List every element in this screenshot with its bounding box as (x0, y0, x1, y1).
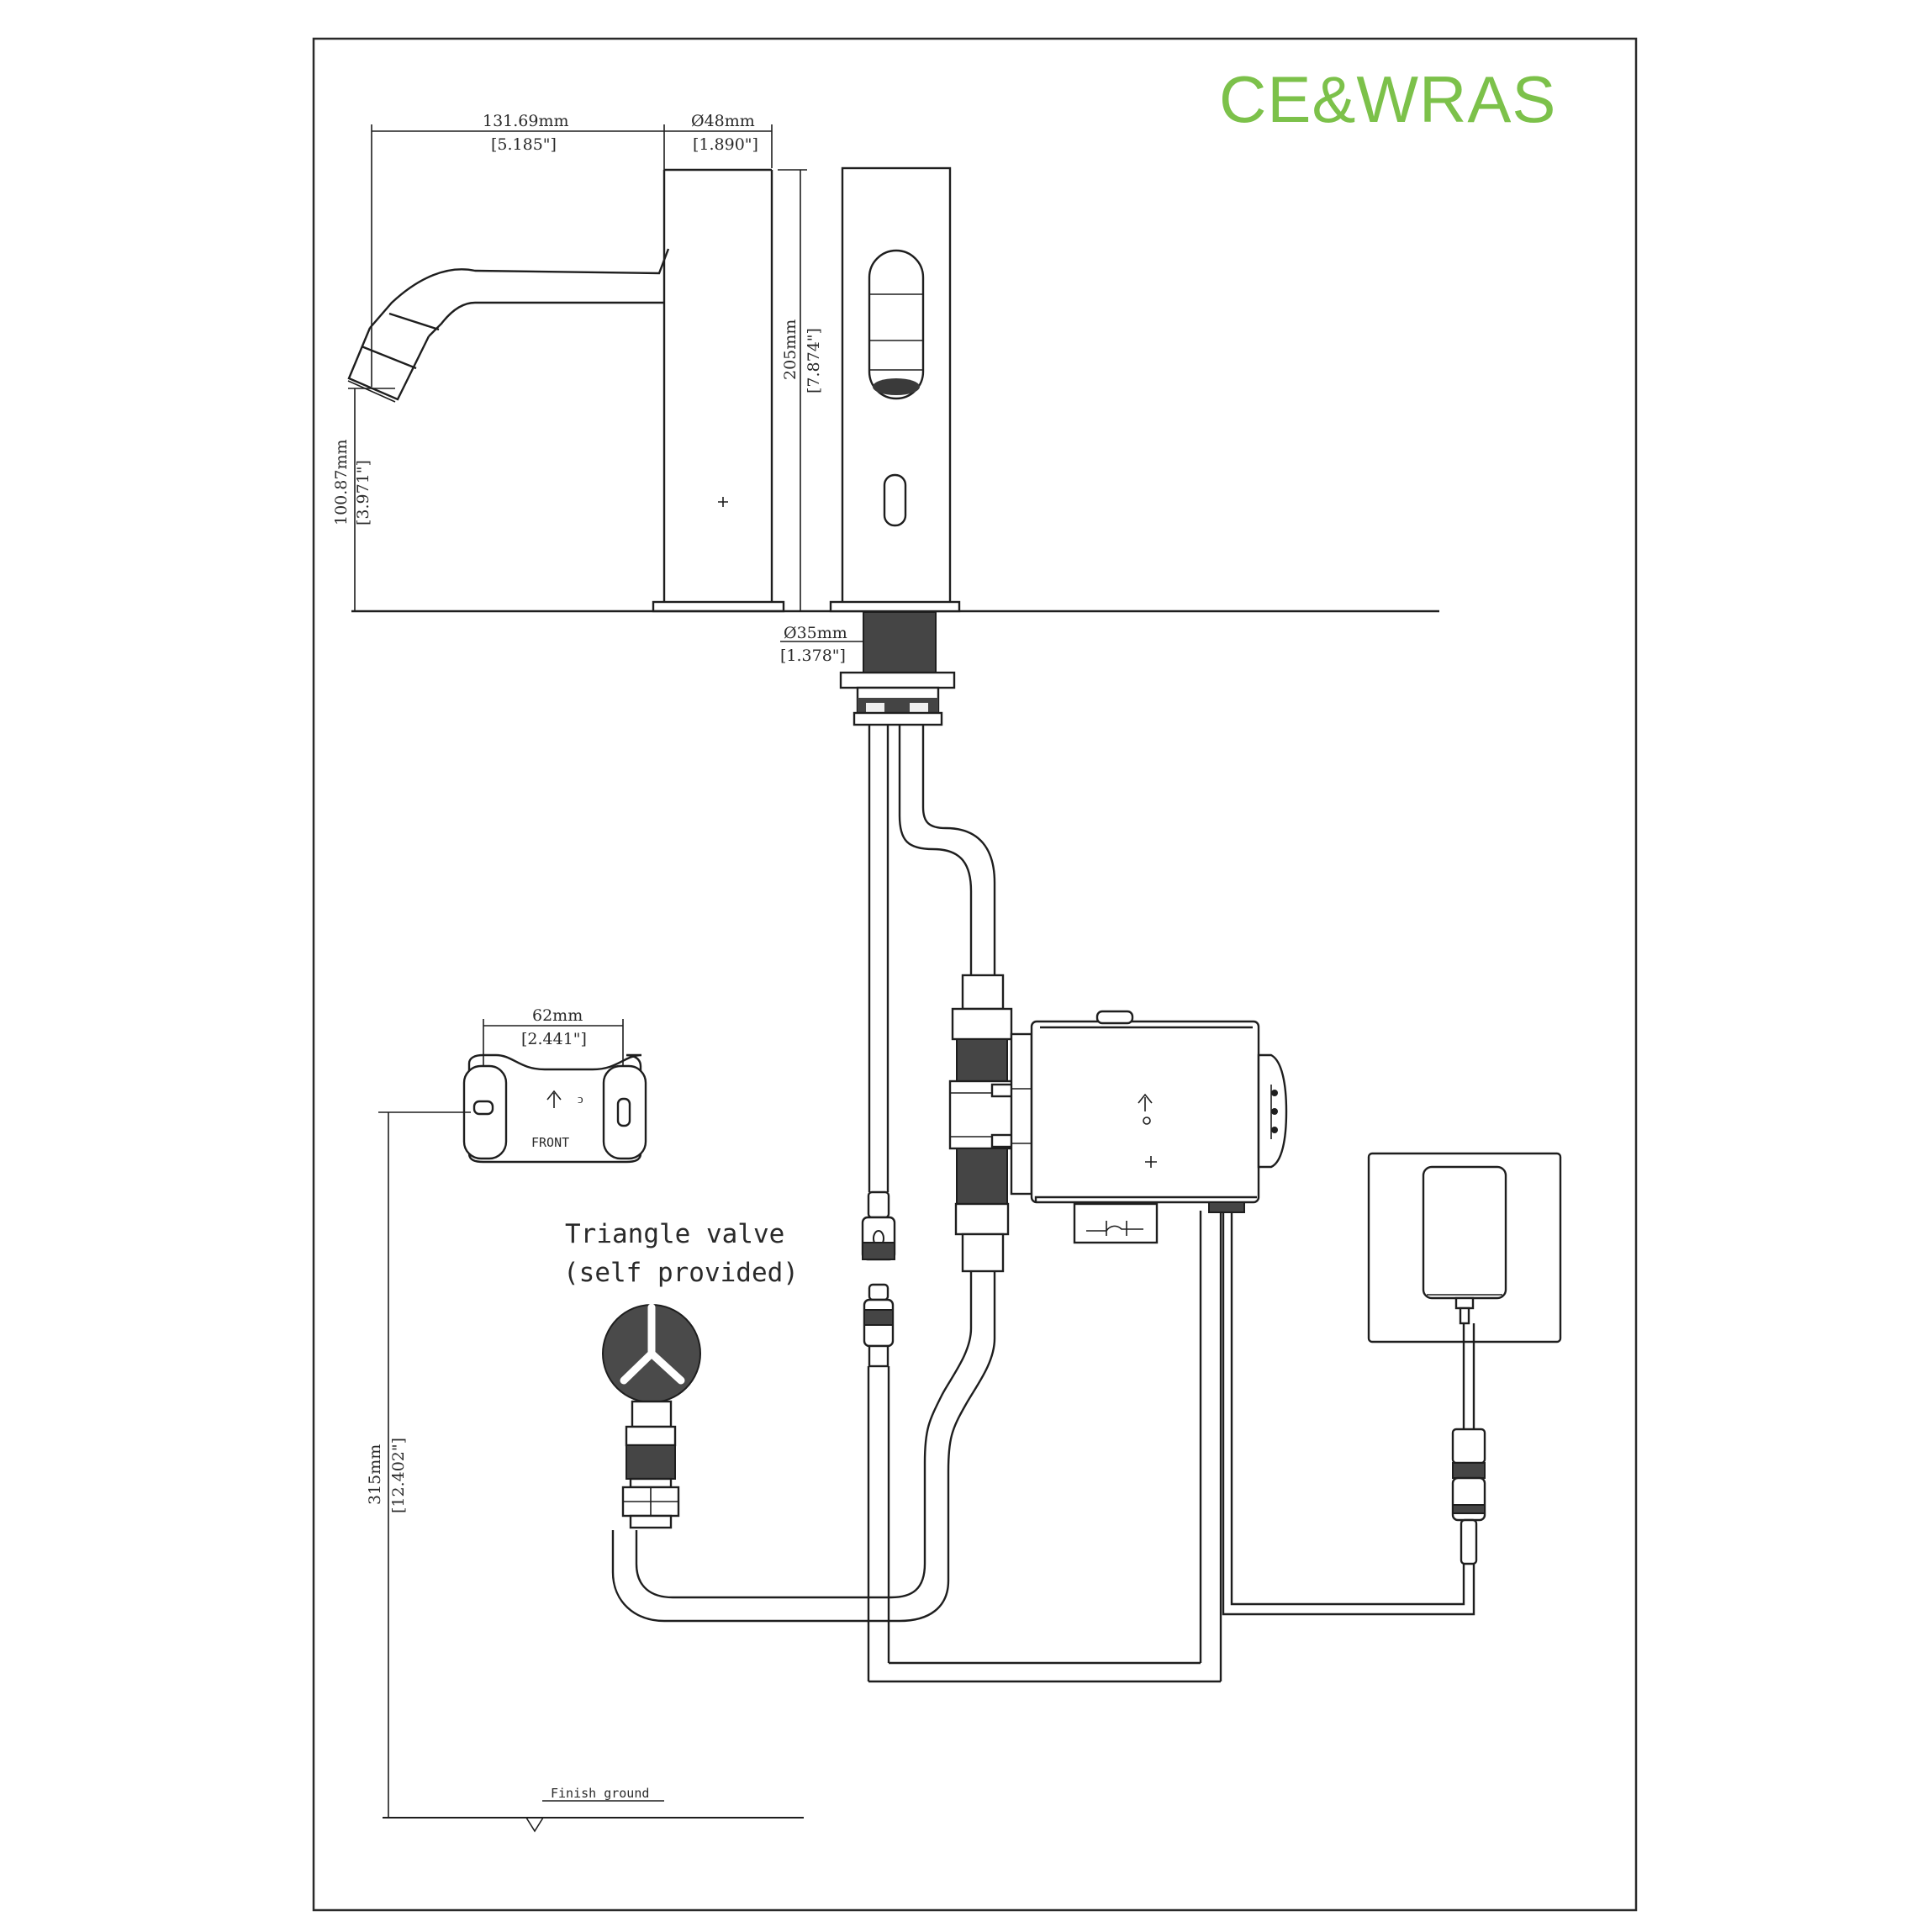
spout-height-inch: [3.971"] (354, 460, 372, 525)
triangle-valve-label: Triangle valve (565, 1219, 784, 1249)
valve-handle-icon (620, 1303, 685, 1385)
brand-title: CE&WRAS (1219, 62, 1556, 136)
sensor-cable-connector (861, 1190, 896, 1368)
body-diameter-mm: Ø48mm (691, 112, 755, 130)
sensor-bracket: ↄ FRONT (462, 1053, 647, 1164)
tap-shank (839, 611, 956, 726)
flow-arrow-icon (1138, 1093, 1153, 1125)
spout-reach-mm: 131.69mm (483, 112, 569, 130)
finish-ground-label: Finish ground (551, 1786, 649, 1801)
tap-side-view (347, 168, 785, 613)
spout-reach-inch: [5.185"] (491, 135, 557, 154)
solenoid-valve (948, 974, 1288, 1273)
supply-pipes (611, 725, 1475, 1683)
dim-mount-height: 315mm [12.402"] (366, 1111, 471, 1818)
drawing-border (312, 37, 1638, 1912)
bracket-front-text: FRONT (531, 1135, 569, 1150)
dim-bracket-width: 62mm [2.441"] (483, 1006, 624, 1066)
triangle-valve: Triangle valve (self provided) (563, 1219, 799, 1529)
triangle-valve-note: (self provided) (563, 1258, 799, 1288)
tap-front-view (829, 166, 961, 613)
shank-diameter-inch: [1.378"] (780, 647, 846, 665)
finish-ground: Finish ground (383, 1786, 804, 1833)
tap-height-inch: [7.874"] (805, 328, 823, 393)
dim-tap-height: 205mm [7.874"] (778, 169, 823, 611)
bracket-width-inch: [2.441"] (521, 1030, 587, 1048)
bracket-width-mm: 62mm (532, 1006, 583, 1025)
dim-body-diameter: Ø48mm [1.890"] (664, 112, 773, 168)
dim-shank-diameter: Ø35mm [1.378"] (780, 624, 863, 665)
body-diameter-inch: [1.890"] (693, 135, 758, 154)
power-adapter (1367, 1152, 1562, 1565)
mount-height-mm: 315mm (366, 1444, 384, 1505)
bracket-symbol: ↄ (578, 1091, 583, 1106)
shank-diameter-mm: Ø35mm (784, 624, 847, 642)
spout-height-mm: 100.87mm (332, 439, 351, 525)
tap-height-mm: 205mm (781, 319, 800, 380)
mount-height-inch: [12.402"] (389, 1438, 408, 1513)
dim-spout-reach: 131.69mm [5.185"] (371, 112, 665, 387)
dim-spout-height: 100.87mm [3.971"] (332, 388, 395, 611)
